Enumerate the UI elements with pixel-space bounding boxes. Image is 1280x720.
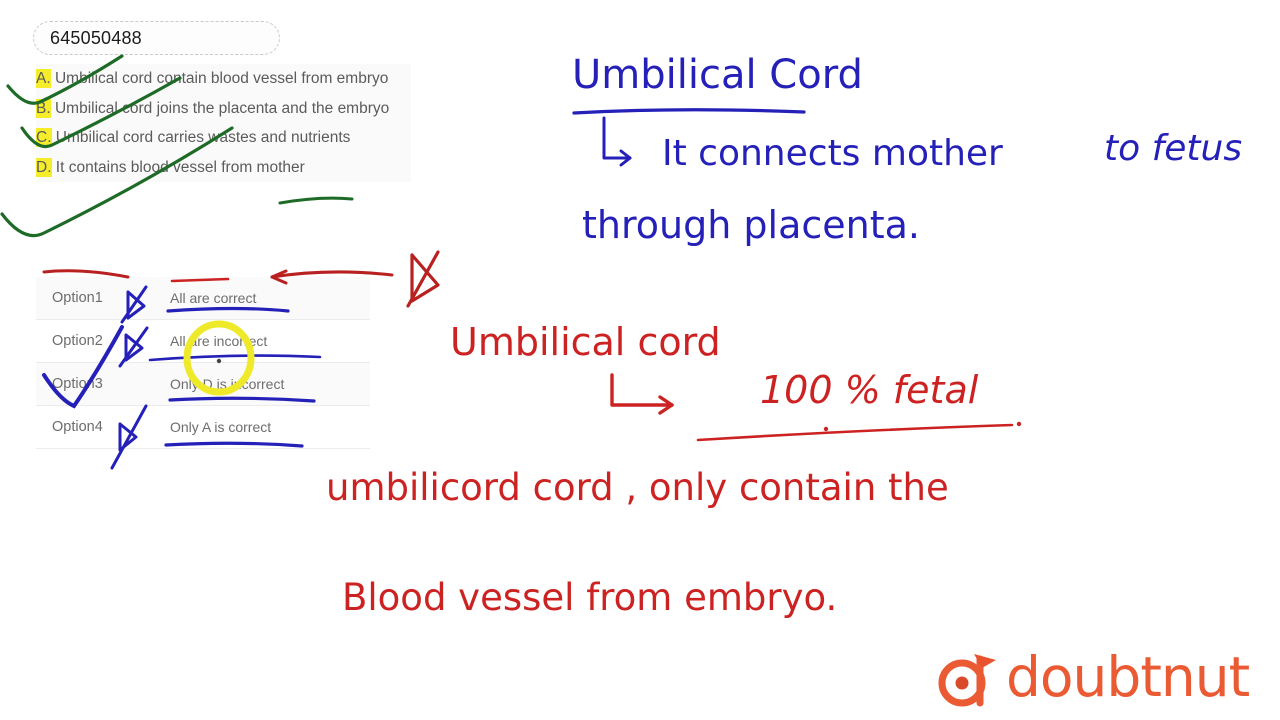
doubtnut-logo: doubtnut (936, 644, 1250, 709)
hw-red-emphasis: 100 % fetal (760, 368, 979, 412)
statement-text: Umbilical cord contain blood vessel from… (50, 70, 389, 87)
hw-blue-title: Umbilical Cord (572, 52, 863, 98)
statement-item: A. Umbilical cord contain blood vessel f… (36, 64, 411, 94)
statement-label: D. (36, 157, 52, 177)
option-row-1[interactable]: Option1 All are correct (36, 277, 370, 320)
option-key: Option3 (52, 376, 103, 392)
hw-blue-line2: through placenta. (582, 203, 920, 247)
red-dot-right-icon (1016, 421, 1022, 427)
statement-text: Umbilical cord carries wastes and nutrie… (51, 129, 351, 146)
red-corner-arrowhead-icon (658, 395, 674, 415)
hw-red-line1: umbilicord cord , only contain the (326, 466, 949, 509)
statement-list: A. Umbilical cord contain blood vessel f… (36, 64, 411, 182)
option-row-3[interactable]: Option3 Only D is incorrect (36, 363, 370, 406)
red-cross-d-icon (406, 250, 440, 308)
red-dot-left-icon (823, 426, 829, 432)
doubtnut-mark-icon (938, 654, 996, 707)
option-list: Option1 All are correct Option2 All are … (36, 277, 370, 449)
option-value: All are correct (170, 290, 257, 306)
option-key: Option1 (52, 290, 103, 306)
blue-corner-arrow-icon (602, 116, 632, 160)
hw-blue-line1-tail: to fetus (1104, 128, 1243, 169)
red-corner-arrow-icon (610, 373, 674, 407)
red-underline-fetal-icon (696, 423, 1014, 442)
option-value: Only A is correct (170, 419, 272, 435)
statement-label: A. (36, 69, 51, 88)
hw-red-line2: Blood vessel from embryo. (342, 576, 838, 619)
statement-text: It contains blood vessel from mother (51, 158, 305, 176)
statement-label: B. (36, 98, 51, 118)
statement-item: D. It contains blood vessel from mother (36, 152, 411, 182)
doubtnut-wordmark: doubtnut (1006, 644, 1250, 709)
hw-red-title: Umbilical cord (450, 320, 721, 364)
option-key: Option2 (52, 333, 103, 349)
option-value: Only D is incorrect (170, 376, 285, 392)
option-row-2[interactable]: Option2 All are incorrect (36, 320, 370, 363)
option-row-4[interactable]: Option4 Only A is correct (36, 406, 370, 449)
statement-item: C. Umbilical cord carries wastes and nut… (36, 123, 411, 153)
blue-title-underline-icon (572, 108, 806, 115)
statement-label: C. (36, 128, 52, 147)
statement-item: B. Umbilical cord joins the placenta and… (36, 93, 411, 123)
option-value: All are incorrect (170, 333, 268, 349)
statement-text: Umbilical cord joins the placenta and th… (50, 99, 390, 117)
question-id-value: 645050488 (50, 27, 142, 48)
question-id-box[interactable]: 645050488 (33, 21, 280, 55)
option-key: Option4 (52, 419, 103, 435)
green-underline-b-icon (278, 196, 354, 205)
hw-blue-line1: It connects mother (662, 133, 1003, 174)
blue-corner-arrowhead-icon (619, 149, 632, 167)
